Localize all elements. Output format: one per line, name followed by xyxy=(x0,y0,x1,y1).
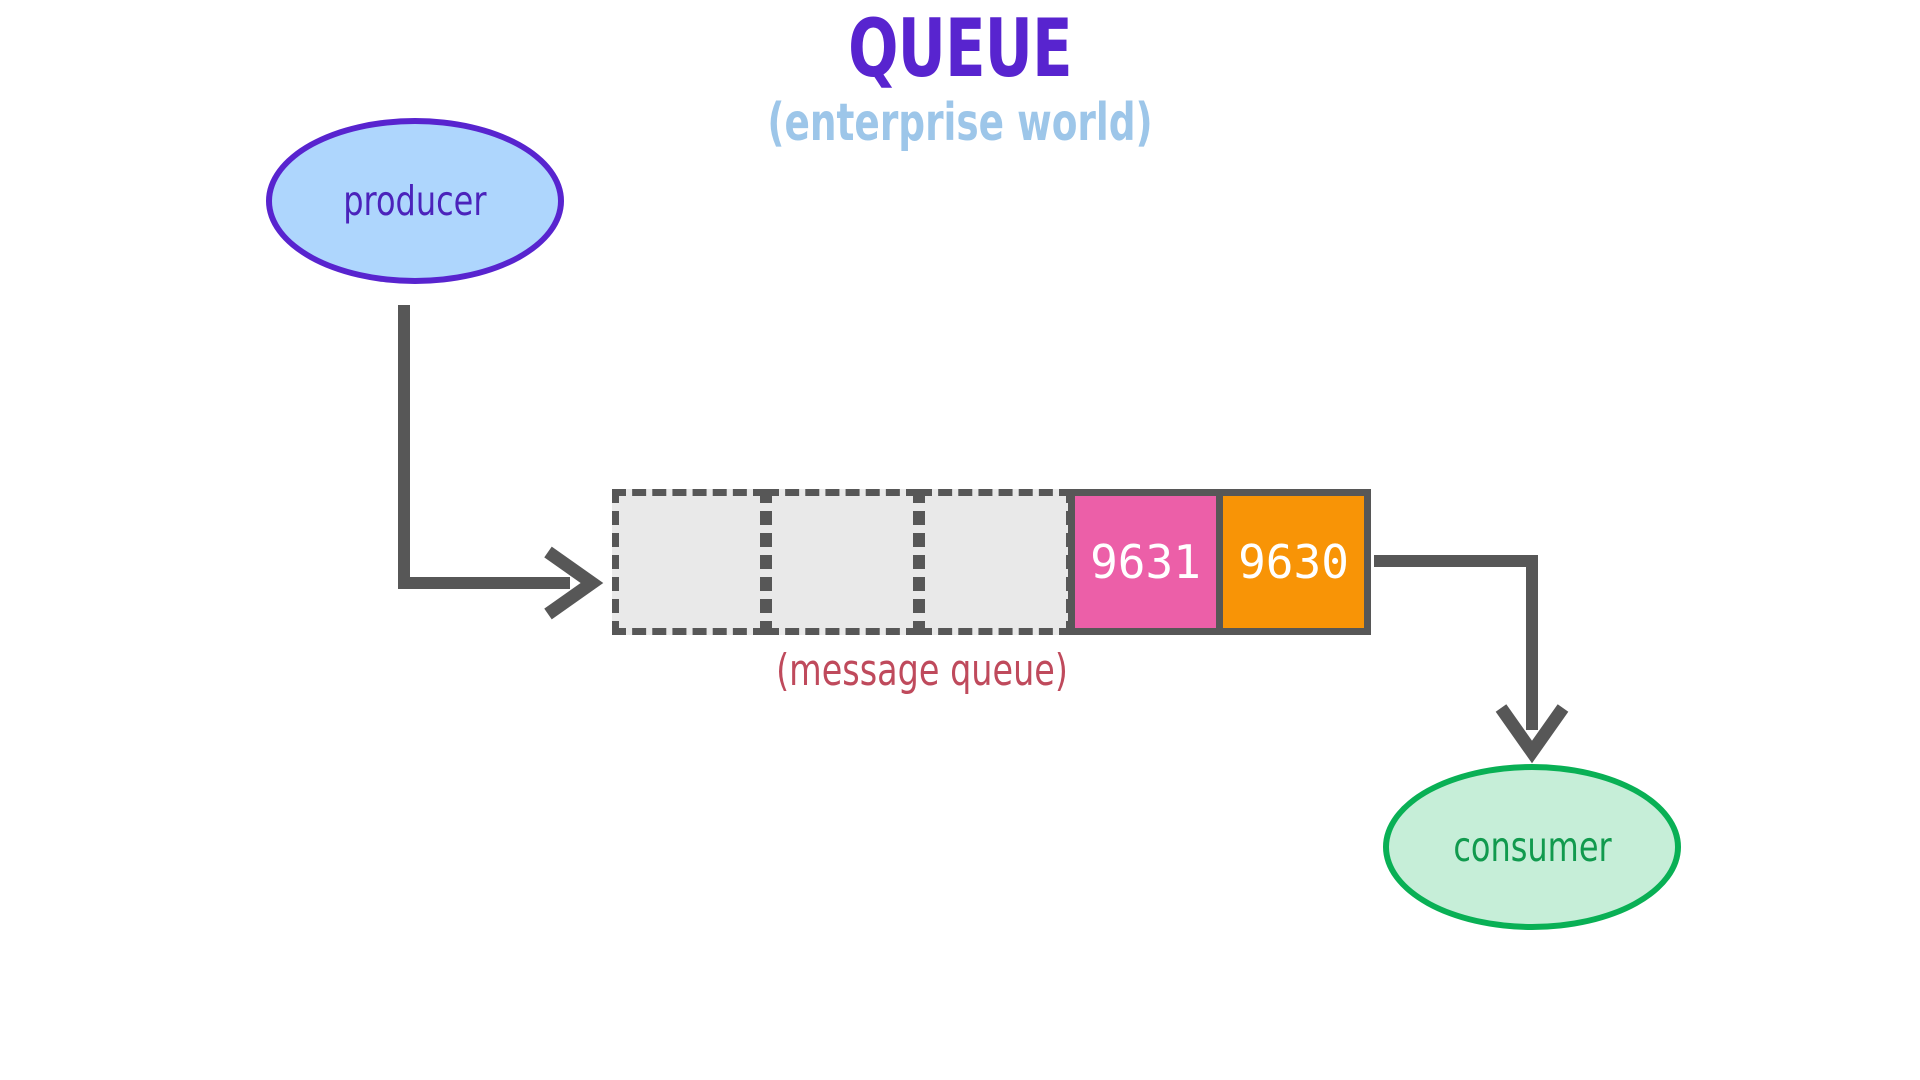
title-block: QUEUE (enterprise world) xyxy=(0,2,1920,153)
queue-cell-empty[interactable] xyxy=(612,489,767,635)
queue-cell-empty[interactable] xyxy=(918,489,1073,635)
queue-caption: (message queue) xyxy=(776,645,1068,696)
page-title: QUEUE xyxy=(848,2,1072,95)
queue-cell-value: 9631 xyxy=(1090,535,1201,589)
queue-to-consumer-arrow xyxy=(1374,555,1569,764)
producer-node[interactable]: producer xyxy=(266,118,564,284)
queue-cell-message[interactable]: 9631 xyxy=(1068,489,1223,635)
queue-cell-empty[interactable] xyxy=(765,489,920,635)
queue-cell-message[interactable]: 9630 xyxy=(1216,489,1371,635)
consumer-node[interactable]: consumer xyxy=(1383,764,1681,930)
message-queue: 9631 9630 xyxy=(612,489,1371,635)
queue-cell-value: 9630 xyxy=(1238,535,1349,589)
producer-to-queue-arrow xyxy=(398,305,604,620)
consumer-label: consumer xyxy=(1452,823,1612,871)
producer-label: producer xyxy=(343,177,487,225)
